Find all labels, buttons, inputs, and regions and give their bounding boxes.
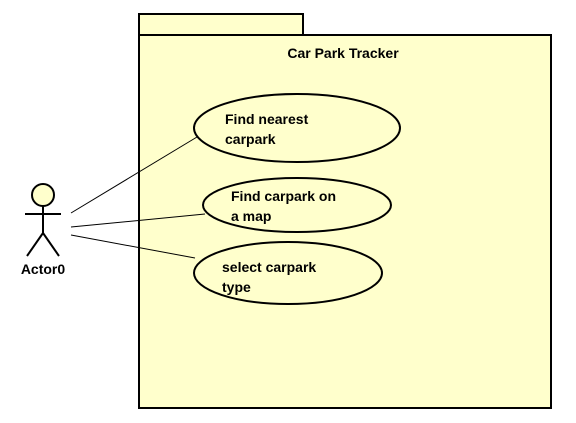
actor-left-leg — [26, 232, 44, 257]
use-case-ellipse[interactable] — [193, 241, 383, 305]
use-case-find-nearest-carpark[interactable]: Find nearest carpark — [193, 93, 401, 163]
package-tab — [138, 13, 304, 36]
use-case-ellipse[interactable] — [193, 93, 401, 163]
association-find-on-map — [70, 213, 206, 228]
system-title: Car Park Tracker — [287, 45, 399, 61]
association-select-type — [70, 234, 196, 259]
use-case-label-line2: type — [222, 279, 251, 295]
actor-right-leg — [42, 232, 60, 257]
use-case-find-carpark-on-map[interactable]: Find carpark on a map — [202, 177, 392, 233]
actor-head-icon — [31, 183, 55, 207]
use-case-label-line2: carpark — [225, 131, 276, 147]
use-case-ellipse[interactable] — [202, 177, 392, 233]
actor-label: Actor0 — [21, 261, 66, 277]
association-find-nearest — [70, 136, 198, 214]
use-case-label-line1: Find carpark on — [231, 188, 336, 204]
actor-figure[interactable]: Actor0 — [21, 183, 66, 277]
use-case-label-line1: Find nearest — [225, 111, 309, 127]
use-case-label-line1: select carpark — [222, 259, 316, 275]
associations — [70, 136, 206, 259]
use-case-label-line2: a map — [231, 208, 271, 224]
use-case-select-carpark-type[interactable]: select carpark type — [193, 241, 383, 305]
